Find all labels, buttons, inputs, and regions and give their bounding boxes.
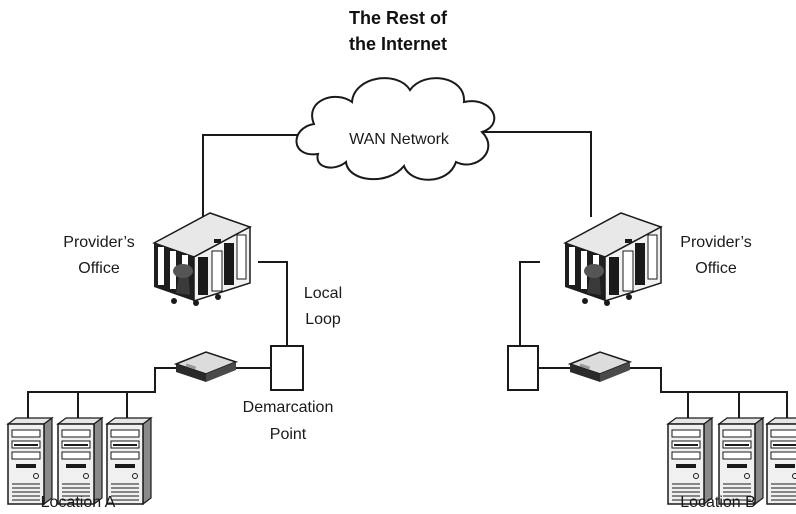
location-b-computer-2 xyxy=(718,417,764,505)
right-provider-label-line-2: Office xyxy=(695,260,737,277)
location-a-computer-1 xyxy=(7,417,53,505)
left-provider-label-line-1: Provider’s xyxy=(63,234,134,251)
right-demarcation-box xyxy=(507,345,539,391)
left-provider-office xyxy=(153,212,251,307)
left-modem xyxy=(175,351,237,383)
right-provider-office xyxy=(564,212,662,307)
wire-left-office-local-loop xyxy=(258,261,288,346)
left-provider-label-line-2: Office xyxy=(78,260,120,277)
location-b-label: Location B xyxy=(680,494,756,511)
wire-right-office-demarc xyxy=(519,261,540,346)
wan-network-label: WAN Network xyxy=(349,131,450,148)
left-demarcation-box xyxy=(270,345,304,391)
location-a-computer-2 xyxy=(57,417,103,505)
location-a-label: Location A xyxy=(41,494,116,511)
local-loop-label-line-1: Local xyxy=(304,285,342,302)
title-line-2: the Internet xyxy=(349,34,447,54)
local-loop-label-line-2: Loop xyxy=(305,311,341,328)
location-b-computer-3 xyxy=(766,417,796,505)
right-modem xyxy=(569,351,631,383)
title-line-1: The Rest of xyxy=(349,8,448,28)
wan-cloud xyxy=(295,77,496,181)
location-a-computer-3 xyxy=(106,417,152,505)
demarcation-label-line-1: Demarcation xyxy=(243,399,334,416)
wire-cloud-right-office xyxy=(476,131,592,217)
location-b-computer-1 xyxy=(667,417,713,505)
wire-modem-lan-left xyxy=(27,367,176,418)
demarcation-label-line-2: Point xyxy=(270,426,307,443)
right-provider-label-line-1: Provider’s xyxy=(680,234,751,251)
wire-cloud-left-office xyxy=(202,134,312,217)
wire-modem-lan-right xyxy=(628,367,788,418)
